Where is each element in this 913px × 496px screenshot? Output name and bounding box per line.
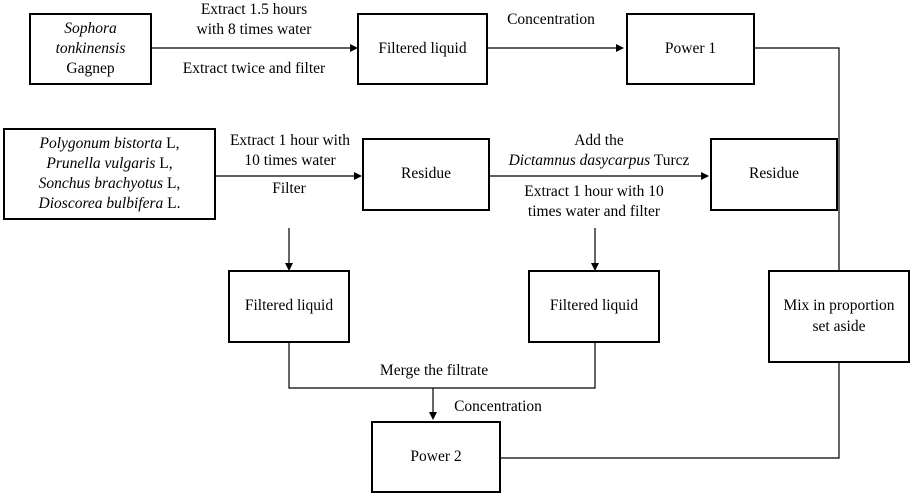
power2-node: Power 2 bbox=[371, 421, 501, 493]
filtered-liquid-top-node: Filtered liquid bbox=[357, 13, 488, 85]
label-add-the: Add the bbox=[574, 132, 624, 149]
power1-node: Power 1 bbox=[626, 13, 755, 85]
filtered-liquid-left-label: Filtered liquid bbox=[244, 297, 334, 315]
herbs-node: Polygonum bistorta L, Prunella vulgaris … bbox=[3, 128, 216, 220]
label-extract-1-5-hours: Extract 1.5 hours with 8 times water bbox=[166, 0, 342, 40]
label-filter: Filter bbox=[254, 179, 324, 199]
mix-line2: set aside bbox=[812, 317, 866, 335]
label-add-dictamnus: Add the Dictamnus dasycarpus Turcz bbox=[486, 131, 712, 171]
sophora-line2: tonkinensis bbox=[55, 39, 126, 57]
residue-mid-label: Residue bbox=[401, 165, 451, 183]
sophora-node: Sophora tonkinensis Gagnep bbox=[29, 13, 152, 85]
line-power2-to-mix bbox=[500, 362, 840, 459]
label-extract-1h10-line2: times water and filter bbox=[527, 203, 661, 221]
herb4-suffix: L. bbox=[163, 195, 181, 213]
label-merge-text: Merge the filtrate bbox=[379, 362, 489, 379]
line-power1-to-mix bbox=[754, 47, 840, 270]
residue-right-node: Residue bbox=[710, 138, 838, 211]
label-concentration-top-text: Concentration bbox=[507, 11, 595, 28]
sophora-line1: Sophora bbox=[64, 19, 117, 37]
label-extract-1h10-line1: Extract 1 hour with 10 bbox=[524, 183, 664, 200]
herb4-name: Dioscorea bulbifera bbox=[38, 195, 164, 213]
sophora-line3: Gagnep bbox=[66, 60, 115, 78]
label-dictamnus-name: Dictamnus dasycarpus bbox=[508, 152, 651, 170]
mix-node: Mix in proportion set aside bbox=[768, 270, 910, 363]
label-extract-1h-10: Extract 1 hour with 10 times water and f… bbox=[494, 182, 694, 222]
residue-right-label: Residue bbox=[749, 165, 799, 183]
filtered-liquid-right-node: Filtered liquid bbox=[528, 270, 660, 343]
line-merge-filtrate bbox=[288, 342, 596, 389]
label-merge-filtrate: Merge the filtrate bbox=[354, 361, 514, 381]
herb3-suffix: L, bbox=[163, 175, 181, 192]
label-extract-1-5-line2: with 8 times water bbox=[196, 21, 312, 39]
label-extract-twice: Extract twice and filter bbox=[160, 59, 348, 79]
label-extract-1h-line2: 10 times water bbox=[244, 152, 336, 170]
herb3-name: Sonchus brachyotus bbox=[38, 175, 164, 192]
residue-mid-node: Residue bbox=[362, 138, 490, 211]
label-extract-1-5-line1: Extract 1.5 hours bbox=[200, 1, 308, 18]
power1-label: Power 1 bbox=[664, 39, 717, 57]
label-concentration-bottom-text: Concentration bbox=[454, 398, 542, 415]
filtered-liquid-left-node: Filtered liquid bbox=[228, 270, 350, 343]
herb1-suffix: L, bbox=[162, 134, 180, 152]
herb2-name: Prunella vulgaris bbox=[46, 154, 156, 172]
power2-label: Power 2 bbox=[410, 447, 462, 465]
filtered-liquid-right-label: Filtered liquid bbox=[549, 297, 639, 315]
mix-line1: Mix in proportion bbox=[783, 297, 895, 315]
label-extract-1h-line1: Extract 1 hour with bbox=[229, 132, 351, 149]
herb1-name: Polygonum bistorta bbox=[39, 134, 163, 152]
label-concentration-top: Concentration bbox=[484, 10, 618, 30]
label-dictamnus-suffix: Turcz bbox=[650, 152, 690, 170]
label-extract-twice-text: Extract twice and filter bbox=[182, 60, 326, 77]
label-concentration-bottom: Concentration bbox=[438, 397, 558, 417]
herb2-suffix: L, bbox=[155, 154, 173, 172]
label-filter-text: Filter bbox=[272, 180, 306, 197]
label-extract-1-hour: Extract 1 hour with 10 times water bbox=[214, 131, 366, 171]
filtered-liquid-top-label: Filtered liquid bbox=[378, 39, 467, 57]
